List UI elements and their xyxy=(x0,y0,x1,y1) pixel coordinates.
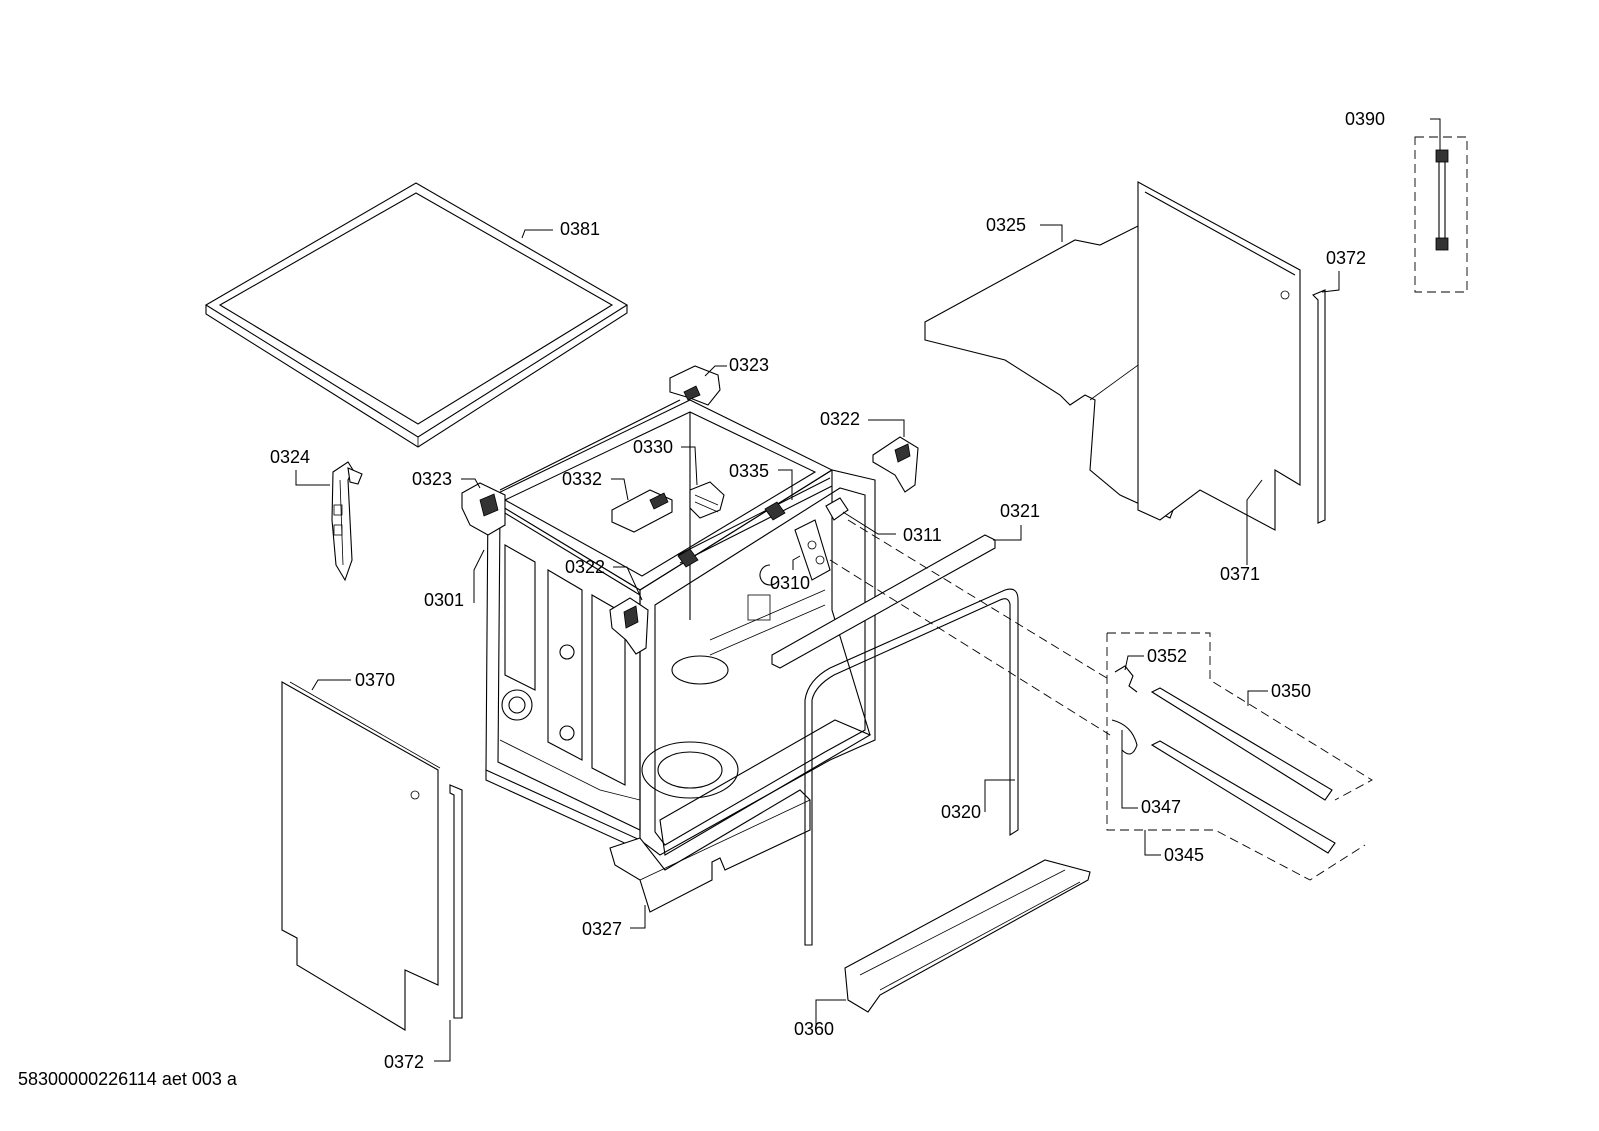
part-0322-bracket-right[interactable] xyxy=(872,436,919,493)
callout-0335: 0335 xyxy=(729,461,769,481)
callout-0320: 0320 xyxy=(941,802,981,822)
part-0390-cable[interactable] xyxy=(1414,136,1468,293)
part-0381-top-cover[interactable] xyxy=(204,182,629,448)
part-0350-0345-rail-group[interactable] xyxy=(1106,632,1373,881)
callout-0371: 0371 xyxy=(1220,564,1260,584)
part-0330-latch[interactable] xyxy=(689,481,725,519)
part-0360-base-trim[interactable] xyxy=(844,859,1091,1013)
callout-0332: 0332 xyxy=(562,469,602,489)
part-0327-base[interactable] xyxy=(609,789,811,913)
callout-labels: 0390 0381 0325 0372 0323 0322 0324 0330 … xyxy=(270,109,1385,1072)
part-0332-sensor[interactable] xyxy=(611,489,673,533)
part-0372-strip-right[interactable] xyxy=(1312,289,1326,524)
callout-0381: 0381 xyxy=(560,219,600,239)
callout-0345: 0345 xyxy=(1164,845,1204,865)
callout-0321: 0321 xyxy=(1000,501,1040,521)
part-0301-tub-housing[interactable] xyxy=(485,399,876,856)
part-0323-clip-top[interactable] xyxy=(669,365,721,406)
callout-0322: 0322 xyxy=(820,409,860,429)
callout-0310: 0310 xyxy=(770,573,810,593)
callout-0370: 0370 xyxy=(355,670,395,690)
part-0320-door-seal[interactable] xyxy=(804,588,1019,946)
callout-0323: 0323 xyxy=(729,355,769,375)
callout-0330: 0330 xyxy=(633,437,673,457)
callout-0372: 0372 xyxy=(1326,248,1366,268)
part-0324-bracket[interactable] xyxy=(331,461,363,582)
callout-0325: 0325 xyxy=(986,215,1026,235)
part-0352-clip[interactable] xyxy=(1114,665,1138,693)
callout-0324: 0324 xyxy=(270,447,310,467)
part-0322-bracket-left[interactable] xyxy=(609,597,649,655)
part-0335-hinge-clips[interactable] xyxy=(677,501,786,568)
part-0370-side-panel[interactable] xyxy=(281,681,441,1031)
document-id: 58300000226114 aet 003 a xyxy=(18,1069,238,1089)
callout-0323: 0323 xyxy=(412,469,452,489)
callout-0311: 0311 xyxy=(903,525,942,545)
part-0311-clip[interactable] xyxy=(825,497,849,521)
callout-0350: 0350 xyxy=(1271,681,1311,701)
callout-0372: 0372 xyxy=(384,1052,424,1072)
callout-0327: 0327 xyxy=(582,919,622,939)
part-0321-seal-strip[interactable] xyxy=(771,534,996,669)
callout-0347: 0347 xyxy=(1141,797,1181,817)
callout-0390: 0390 xyxy=(1345,109,1385,129)
callout-0301: 0301 xyxy=(424,590,464,610)
callout-0360: 0360 xyxy=(794,1019,834,1039)
callout-0352: 0352 xyxy=(1147,646,1187,666)
part-0347-hook[interactable] xyxy=(1111,719,1138,755)
part-0372-strip-left[interactable] xyxy=(449,784,463,1019)
part-0371-back-panel[interactable] xyxy=(1137,181,1301,531)
part-0323-clip-left[interactable] xyxy=(461,482,506,536)
callout-0322: 0322 xyxy=(565,557,605,577)
leader-lines xyxy=(295,118,1441,1062)
part-0310-hinge[interactable] xyxy=(794,519,831,581)
